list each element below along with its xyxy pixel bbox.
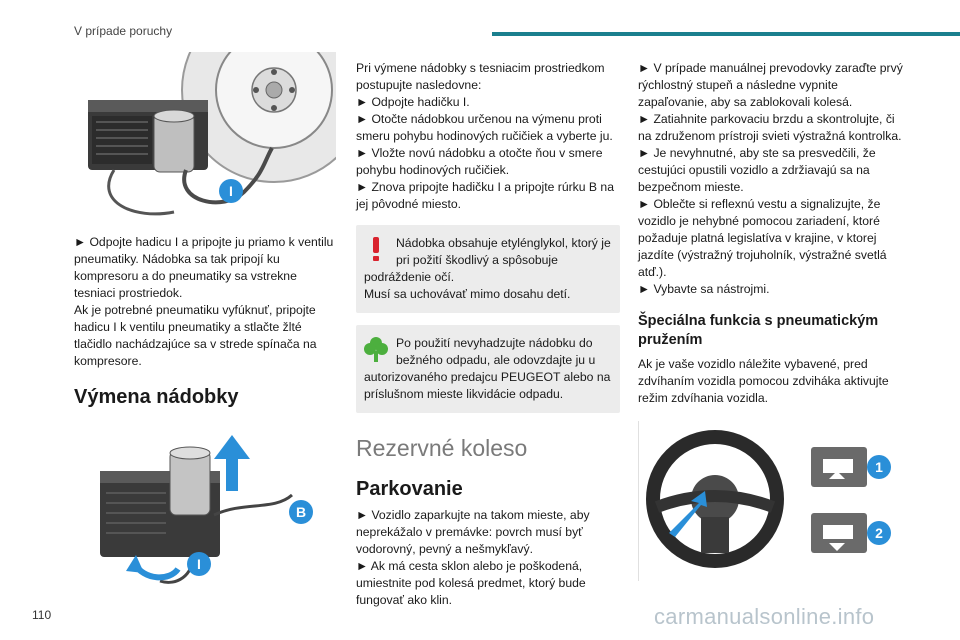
environment-box: Po použití nevyhadzujte nádobku do bežné… <box>356 325 620 413</box>
column-2: Pri výmene nádobky s tesniacim prostried… <box>356 60 620 609</box>
callout-i-label: I <box>229 183 233 199</box>
safety-step-3: ► Je nevyhnutné, aby ste sa presvedčili,… <box>638 146 876 194</box>
watermark-text: carmanualsonline.info <box>654 604 875 629</box>
callout-2-label: 2 <box>875 525 883 541</box>
steering-wheel-drawing <box>646 430 891 568</box>
env-text-line-2: autorizovaného predajcu PEUGEOT alebo na… <box>364 370 611 401</box>
callout-i2-marker <box>187 552 211 576</box>
air-suspension-paragraph: Ak je vaše vozidlo náležite vybavené, pr… <box>638 357 889 405</box>
heading-parking: Parkovanie <box>356 478 463 500</box>
instruction-paragraph-2: Ak je potrebné pneumatiku vyfúknuť, prip… <box>74 303 317 368</box>
warning-text-line-2: podráždenie očí. <box>364 270 455 284</box>
callout-1-label: 1 <box>875 459 883 475</box>
steering-wheel-illustration: 1 2 <box>638 421 900 581</box>
tree-environment-icon <box>364 337 388 362</box>
parking-step-2: ► Ak má cesta sklon alebo je poškodená, … <box>356 559 586 607</box>
replacement-step-4: ► Znova pripojte hadičku I a pripojte rú… <box>356 180 614 211</box>
instruction-paragraph-1: ► Odpojte hadicu I a pripojte ju priamo … <box>74 235 334 300</box>
header-accent-bar <box>492 32 960 36</box>
column-1: I ► Odpojte hadicu I a pripojte ju priam… <box>74 52 336 591</box>
callout-b-marker <box>289 500 313 524</box>
replacement-step-1: ► Odpojte hadičku I. <box>356 95 470 109</box>
page-number: 110 <box>32 608 52 622</box>
column-3: ► V prípade manuálnej prevodovky zaraďte… <box>638 60 904 581</box>
callout-i-marker <box>219 179 243 203</box>
callout-i2-label: I <box>197 556 201 572</box>
replacement-step-3: ► Vložte novú nádobku a otočte ňou v sme… <box>356 146 603 177</box>
replacement-intro: Pri výmene nádobky s tesniacim prostried… <box>356 61 605 92</box>
canister-replacement-illustration: B I <box>74 431 336 591</box>
safety-step-2: ► Zatiahnite parkovaciu brzdu a skontrol… <box>638 112 902 143</box>
callout-b-label: B <box>295 504 307 520</box>
env-text-line-1: Po použití nevyhadzujte nádobku do bežné… <box>396 336 596 367</box>
section-title-spare-wheel: Rezervné koleso <box>356 435 528 461</box>
compressor-wheel-illustration: I <box>74 52 336 220</box>
safety-step-4: ► Oblečte si reflexnú vestu a signalizuj… <box>638 197 887 279</box>
parking-step-1: ► Vozidlo zaparkujte na takom mieste, ab… <box>356 508 590 556</box>
replacement-step-2: ► Otočte nádobkou určenou na výmenu prot… <box>356 112 613 143</box>
warning-text-line-1: Nádobka obsahuje etylénglykol, ktorý je … <box>396 236 611 267</box>
heading-air-suspension: Špeciálna funkcia s pneumatickým pružení… <box>638 313 879 348</box>
canister-replacement-drawing <box>100 435 293 584</box>
safety-step-5: ► Vybavte sa nástrojmi. <box>638 282 770 296</box>
warning-text-line-3: Musí sa uchovávať mimo dosahu detí. <box>364 287 571 301</box>
heading-replace-canister: Výmena nádobky <box>74 386 239 408</box>
warning-exclamation-icon <box>373 237 379 261</box>
compressor-wheel-drawing <box>88 52 336 216</box>
warning-box: Nádobka obsahuje etylénglykol, ktorý je … <box>356 225 620 313</box>
safety-step-1: ► V prípade manuálnej prevodovky zaraďte… <box>638 61 903 109</box>
running-header: V prípade poruchy <box>74 24 173 38</box>
